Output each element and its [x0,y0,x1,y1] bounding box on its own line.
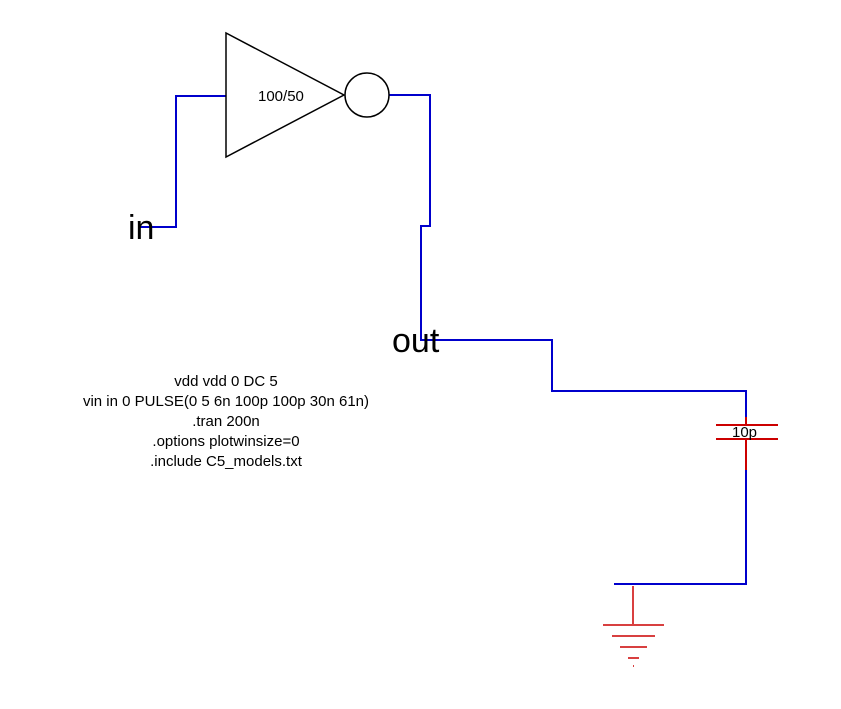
spice-line: vin in 0 PULSE(0 5 6n 100p 100p 30n 61n) [83,393,369,410]
spice-line: .tran 200n [192,413,260,430]
ground-icon[interactable] [603,586,664,667]
spice-line: .options plotwinsize=0 [152,433,299,450]
inverter-size-label: 100/50 [258,88,304,105]
capacitor-value-label: 10p [732,424,757,441]
inverter-icon[interactable]: 100/50 [225,31,390,159]
inverter-triangle [225,31,346,159]
wires [140,94,747,585]
spice-directives[interactable]: vdd vdd 0 DC 5 vin in 0 PULSE(0 5 6n 100… [83,373,369,470]
inverter-bubble [344,72,390,118]
capacitor-icon[interactable] [716,417,778,470]
net-label-in: in [128,209,154,247]
spice-line: vdd vdd 0 DC 5 [174,373,277,390]
net-label-out: out [392,322,440,360]
wire-inv-out[interactable] [389,94,747,417]
spice-line: .include C5_models.txt [150,453,303,470]
wire-in[interactable] [140,95,226,228]
wire-cap-ground[interactable] [614,470,747,585]
